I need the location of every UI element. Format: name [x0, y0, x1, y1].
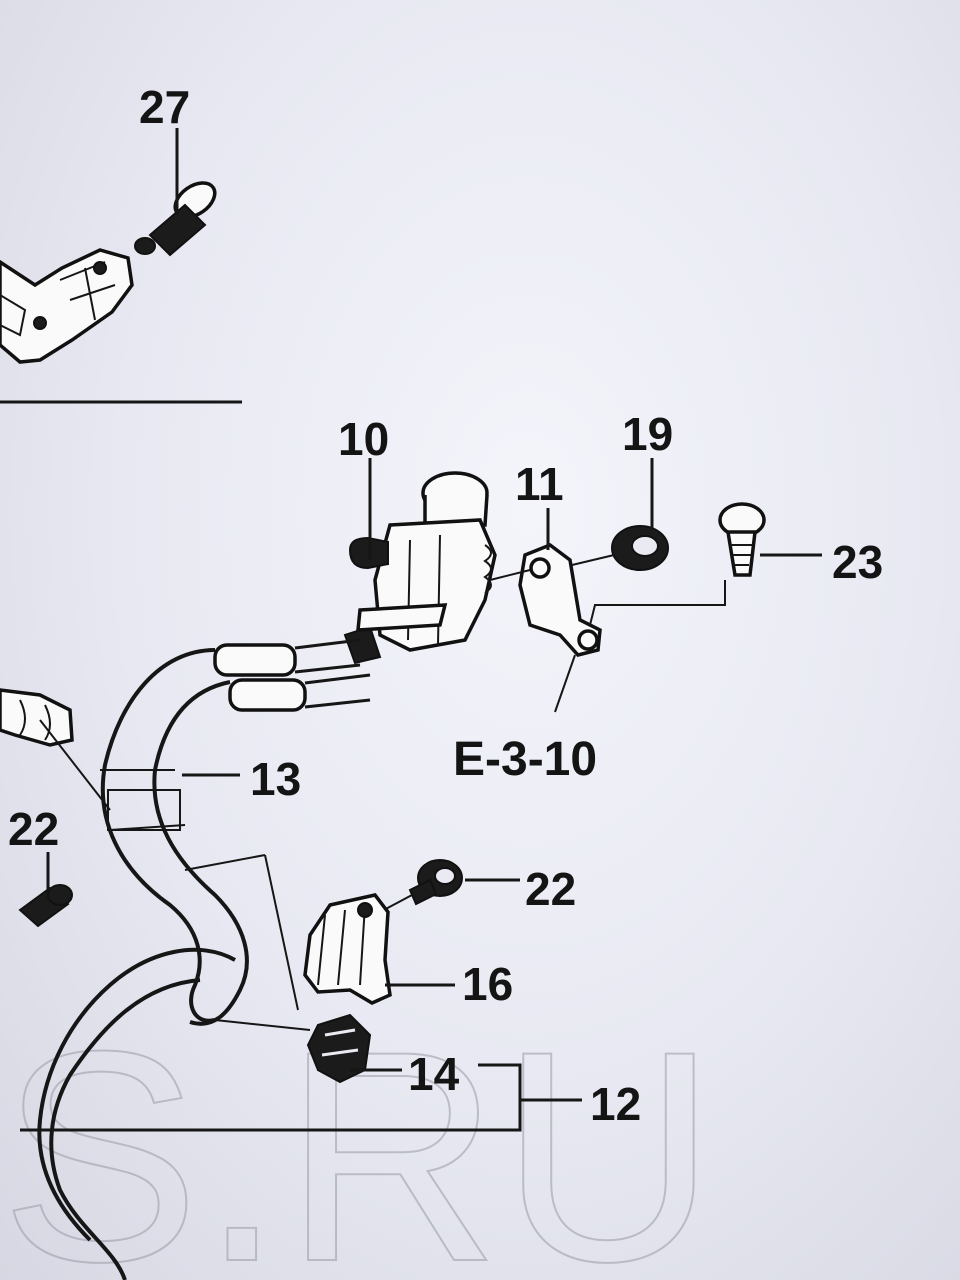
part-10-reservoir: [343, 471, 497, 665]
hose-outlets: [213, 638, 371, 712]
callout-23[interactable]: 23: [832, 536, 883, 588]
callout-ref-e-3-10[interactable]: E-3-10: [453, 733, 597, 786]
leader-ref: [554, 654, 576, 713]
callout-27[interactable]: 27: [139, 81, 190, 133]
callout-19[interactable]: 19: [622, 408, 673, 460]
part-23-bolt: [718, 502, 766, 577]
callout-13[interactable]: 13: [250, 753, 301, 805]
part-22-nut-right: [408, 859, 463, 906]
link-10-11: [489, 569, 531, 581]
link-hose-a: [184, 854, 266, 871]
group-bracket-12: [20, 1063, 522, 1132]
callout-16[interactable]: 16: [462, 958, 513, 1010]
callout-11[interactable]: 11: [515, 458, 564, 510]
part-bracket-upper-left: [0, 248, 134, 364]
part-clip-left: [0, 688, 74, 747]
callout-12[interactable]: 12: [590, 1078, 641, 1130]
link-11-19: [571, 554, 615, 566]
part-22-bolt-left: [18, 884, 73, 928]
callout-14[interactable]: 14: [408, 1048, 460, 1100]
link-hose-c: [214, 1019, 311, 1031]
part-19-nut: [611, 525, 669, 571]
part-11-bracket: [518, 543, 602, 657]
callout-10[interactable]: 10: [338, 413, 389, 465]
leader-clip-left: [39, 719, 111, 811]
part-27-sensor: [134, 181, 217, 257]
link-23-11: [589, 580, 726, 626]
callout-22-right[interactable]: 22: [525, 863, 576, 915]
callout-22-left[interactable]: 22: [8, 803, 59, 855]
part-13-hose: [37, 648, 249, 1280]
part-14-clip: [306, 1013, 372, 1084]
part-16-clamp: [303, 893, 392, 1005]
link-hose-b: [264, 854, 299, 1011]
